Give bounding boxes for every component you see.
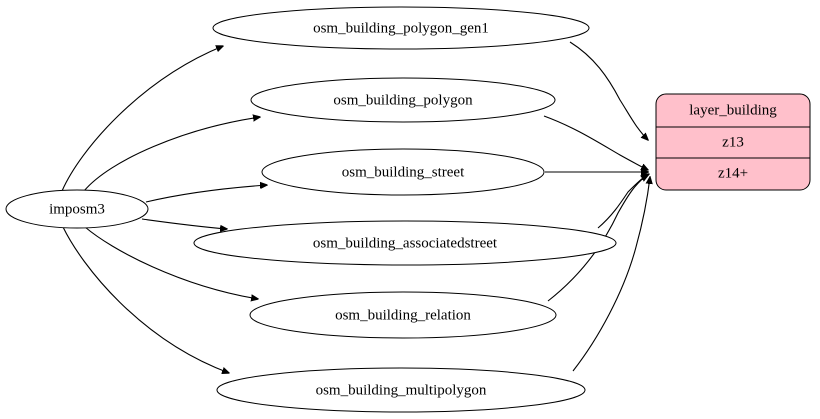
node-osm_building_street-shape[interactable] <box>261 148 545 196</box>
edge-osm_building_polygon_gen1-to-layer_building-z13 <box>569 41 648 140</box>
node-osm_building_polygon-shape[interactable] <box>250 77 556 123</box>
node-layer_building-shape[interactable] <box>655 93 811 191</box>
edge-imposm3-to-osm_building_relation <box>84 226 258 299</box>
edge-osm_building_polygon-to-layer_building-z14 <box>543 115 648 170</box>
node-osm_building_street-label: osm_building_street <box>342 164 465 180</box>
node-osm_building_polygon_gen1-label: osm_building_polygon_gen1 <box>313 20 489 36</box>
record-row-layer-name: layer_building <box>689 102 777 118</box>
node-osm_building_multipolygon-label: osm_building_multipolygon <box>316 382 487 398</box>
edge-imposm3-to-osm_building_multipolygon <box>62 226 229 373</box>
node-imposm3[interactable]: imposm3 <box>5 189 149 229</box>
node-osm_building_associatedstreet-shape[interactable] <box>193 220 617 266</box>
node-osm_building_multipolygon[interactable]: osm_building_multipolygon <box>216 367 586 413</box>
node-osm_building_polygon_gen1-shape[interactable] <box>212 6 590 50</box>
node-osm_building_relation[interactable]: osm_building_relation <box>249 291 557 339</box>
node-layer_building[interactable]: layer_building z13 z14+ <box>655 93 811 191</box>
node-osm_building_multipolygon-shape[interactable] <box>216 367 586 413</box>
node-osm_building_street[interactable]: osm_building_street <box>261 148 545 196</box>
record-row-z14plus: z14+ <box>718 165 748 181</box>
edge-osm_building_associatedstreet-to-layer_building-z14 <box>597 174 649 229</box>
edge-group-source-to-tables <box>61 46 267 373</box>
node-osm_building_associatedstreet[interactable]: osm_building_associatedstreet <box>193 220 617 266</box>
node-osm_building_associatedstreet-label: osm_building_associatedstreet <box>313 235 498 251</box>
edge-imposm3-to-osm_building_associatedstreet <box>141 218 227 229</box>
node-osm_building_relation-shape[interactable] <box>249 291 557 339</box>
edge-imposm3-to-osm_building_polygon <box>83 117 260 192</box>
edge-group-tables-to-layer <box>543 41 650 372</box>
edge-imposm3-to-osm_building_polygon_gen1 <box>61 46 223 192</box>
edge-osm_building_multipolygon-to-layer_building-z14 <box>572 177 650 372</box>
node-imposm3-label: imposm3 <box>49 201 105 217</box>
node-osm_building_polygon_gen1[interactable]: osm_building_polygon_gen1 <box>212 6 590 50</box>
edge-imposm3-to-osm_building_street <box>145 185 267 203</box>
node-osm_building_polygon[interactable]: osm_building_polygon <box>250 77 556 123</box>
node-imposm3-shape[interactable] <box>5 189 149 229</box>
edge-osm_building_relation-to-layer_building-z14 <box>547 175 648 302</box>
record-row-z13: z13 <box>722 134 744 150</box>
node-osm_building_relation-label: osm_building_relation <box>335 307 471 323</box>
node-osm_building_polygon-label: osm_building_polygon <box>333 92 473 108</box>
